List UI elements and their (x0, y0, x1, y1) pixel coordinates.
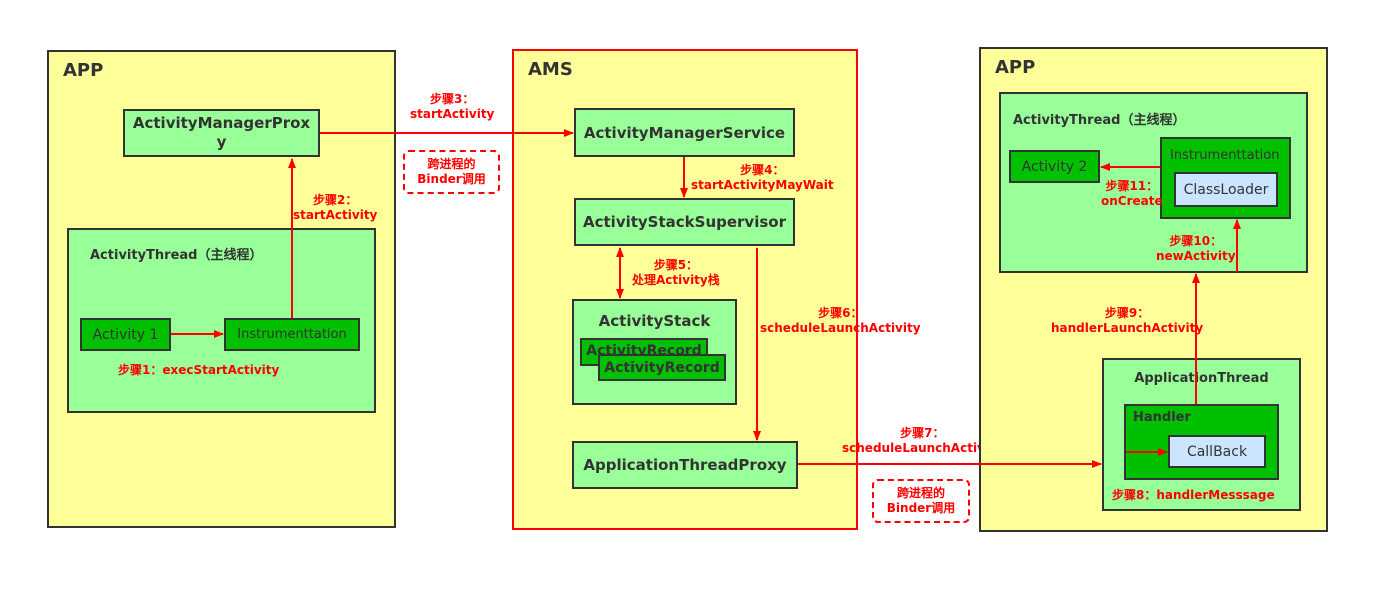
step11-method: onCreate (1101, 194, 1163, 208)
application-thread-label: ApplicationThread (1134, 371, 1269, 386)
activity-record-label-2: ActivityRecord (604, 359, 720, 376)
binder-note-1-line1: 跨进程的 (427, 157, 476, 171)
activity-manager-service-label: ActivityManagerService (583, 123, 786, 142)
instrumentation-right-label: Instrumenttation (1170, 148, 1280, 163)
binder-note-2: 跨进程的 Binder调用 (872, 479, 970, 523)
instrumentation-left-box: Instrumenttation (224, 318, 360, 351)
step7-method: scheduleLaunchActivity (842, 441, 1003, 455)
step5-title: 步骤5： (653, 258, 699, 272)
activity2-box: Activity 2 (1009, 150, 1100, 183)
step10-label: 步骤10： newActivity (1156, 234, 1236, 264)
step3-label: 步骤3： startActivity (410, 92, 494, 122)
application-thread-proxy-box: ApplicationThreadProxy (572, 441, 798, 489)
step3-method: startActivity (410, 107, 495, 121)
step9-label: 步骤9： handlerLaunchActivity (1051, 306, 1203, 336)
activity-stack-label: ActivityStack (598, 312, 711, 330)
class-loader-label: ClassLoader (1183, 181, 1269, 198)
step3-title: 步骤3： (430, 92, 475, 106)
step2-method: startActivity (293, 208, 378, 222)
activity-thread-left-title: ActivityThread（主线程） (90, 248, 263, 263)
step5-method: 处理Activity栈 (632, 273, 720, 287)
activity2-label: Activity 2 (1021, 158, 1088, 175)
activity-manager-proxy-box: ActivityManagerProx y (123, 109, 320, 157)
binder-note-2-line1: 跨进程的 (896, 486, 945, 500)
callback-box: CallBack (1168, 435, 1266, 468)
step6-method: scheduleLaunchActivity (760, 321, 921, 335)
binder-note-1-line2: Binder调用 (417, 172, 486, 186)
activity-manager-proxy-label-cont: y (216, 133, 227, 151)
activity-stack-supervisor-box: ActivityStackSupervisor (574, 198, 795, 246)
instrumentation-left-label: Instrumenttation (237, 327, 347, 342)
callback-label: CallBack (1186, 443, 1248, 460)
activity-manager-service-box: ActivityManagerService (574, 108, 795, 157)
region-title: AMS (528, 59, 573, 80)
step1-label: 步骤1：execStartActivity (118, 363, 280, 377)
region-title: APP (995, 57, 1036, 78)
step6-title: 步骤6： (818, 306, 863, 320)
step6-label: 步骤6： scheduleLaunchActivity (760, 306, 921, 336)
class-loader-box: ClassLoader (1174, 172, 1278, 207)
step7-label: 步骤7： scheduleLaunchActivity (842, 426, 1003, 456)
activity1-box: Activity 1 (80, 318, 171, 351)
step2-label: 步骤2： startActivity (293, 193, 377, 223)
activity1-label: Activity 1 (92, 326, 159, 343)
step4-title: 步骤4： (740, 163, 785, 177)
step7-title: 步骤7： (900, 426, 945, 440)
step11-title: 步骤11： (1105, 179, 1159, 193)
application-thread-proxy-label: ApplicationThreadProxy (583, 456, 787, 474)
activity-record-box-2: ActivityRecord (598, 354, 726, 381)
activity-stack-supervisor-label: ActivityStackSupervisor (583, 213, 786, 231)
step5-label: 步骤5： 处理Activity栈 (632, 258, 720, 288)
binder-note-2-line2: Binder调用 (886, 501, 956, 515)
activity-thread-right-title: ActivityThread（主线程） (1013, 113, 1186, 128)
step10-method: newActivity (1156, 249, 1236, 263)
region-title: APP (63, 60, 104, 81)
step11-label: 步骤11： onCreate (1101, 179, 1163, 209)
step8-label: 步骤8：handlerMesssage (1112, 488, 1275, 502)
step4-label: 步骤4： startActivityMayWait (691, 163, 834, 193)
handler-label: Handler (1133, 410, 1191, 425)
step4-method: startActivityMayWait (691, 178, 834, 192)
activity-manager-proxy-label: ActivityManagerProx (132, 114, 311, 132)
step9-title: 步骤9： (1104, 306, 1150, 320)
step9-method: handlerLaunchActivity (1051, 321, 1204, 335)
step2-title: 步骤2： (313, 193, 358, 207)
step10-title: 步骤10： (1169, 234, 1223, 248)
binder-note-1: 跨进程的 Binder调用 (403, 150, 500, 194)
